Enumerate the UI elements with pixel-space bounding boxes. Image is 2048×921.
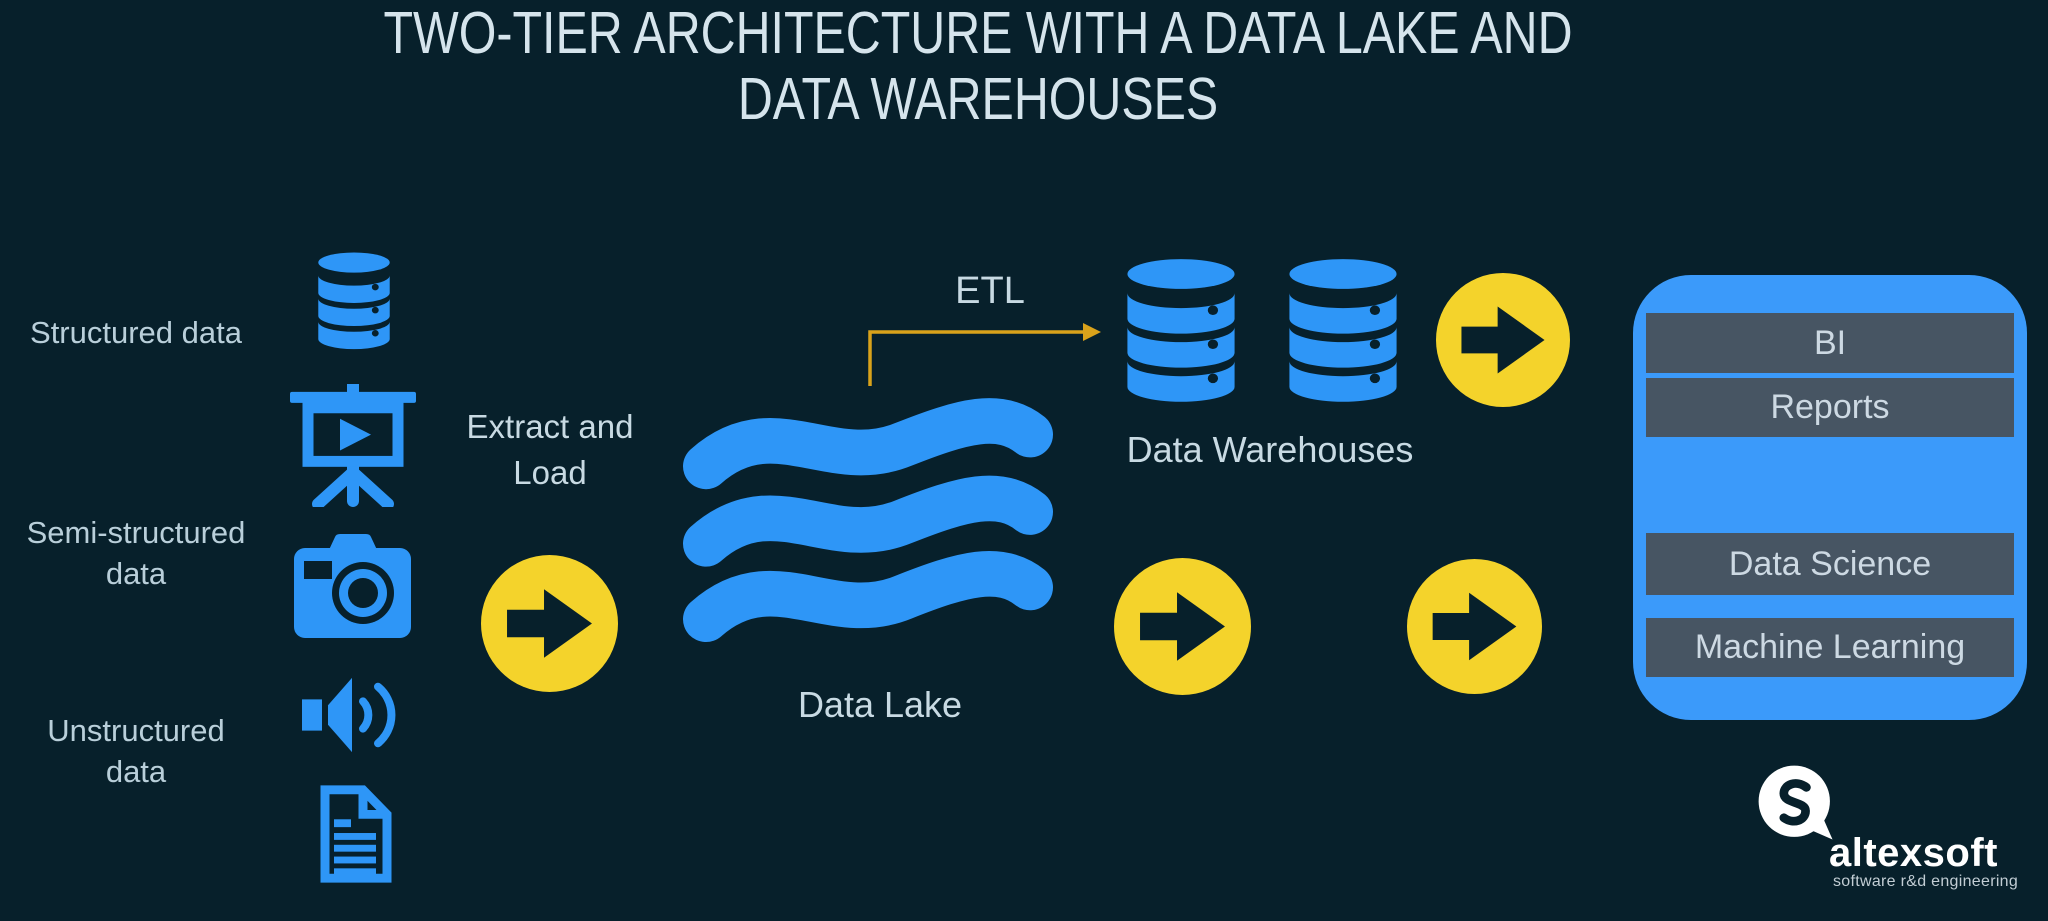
altexsoft-logo-text: altexsoft (1829, 831, 1998, 875)
data-lake-icon (683, 398, 1053, 643)
consumer-bar-bi: BI (1646, 313, 2014, 373)
flow-arrow-icon-1 (481, 555, 618, 692)
consumer-bar-data-science: Data Science (1646, 533, 2014, 595)
page-title-line2: DATA WAREHOUSES (737, 66, 1219, 132)
page-title: TWO-TIER ARCHITECTURE WITH A DATA LAKE A… (176, 0, 1780, 132)
flow-arrow-icon-4 (1407, 559, 1542, 694)
warehouse-database-icon-1 (1127, 259, 1235, 402)
data-warehouses-label: Data Warehouses (1126, 429, 1414, 470)
altexsoft-tagline: software r&d engineering (1833, 873, 2019, 890)
database-icon (318, 252, 390, 350)
document-icon (320, 785, 392, 883)
presentation-icon (290, 384, 416, 507)
flow-arrow-icon-2 (1436, 273, 1570, 407)
page-title-line1: TWO-TIER ARCHITECTURE WITH A DATA LAKE A… (383, 0, 1573, 66)
camera-icon (294, 534, 411, 638)
etl-label: ETL (955, 270, 1025, 312)
consumers-panel: BI Reports Data Science Machine Learning (1633, 275, 2027, 720)
warehouse-database-icon-2 (1289, 259, 1397, 402)
structured-data-label: Structured data (30, 315, 242, 350)
unstructured-data-label: Unstructured data (47, 713, 225, 789)
flow-arrow-icon-3 (1114, 558, 1251, 695)
semi-structured-data-label: Semi-structured data (26, 515, 246, 591)
consumer-bar-reports: Reports (1646, 378, 2014, 437)
data-lake-label: Data Lake (797, 684, 963, 725)
extract-load-label: Extract and Load (466, 408, 634, 491)
etl-arrow (868, 323, 1101, 386)
altexsoft-logo-icon (1758, 765, 1833, 840)
consumer-bar-machine-learning: Machine Learning (1646, 618, 2014, 677)
speaker-icon (302, 677, 396, 753)
